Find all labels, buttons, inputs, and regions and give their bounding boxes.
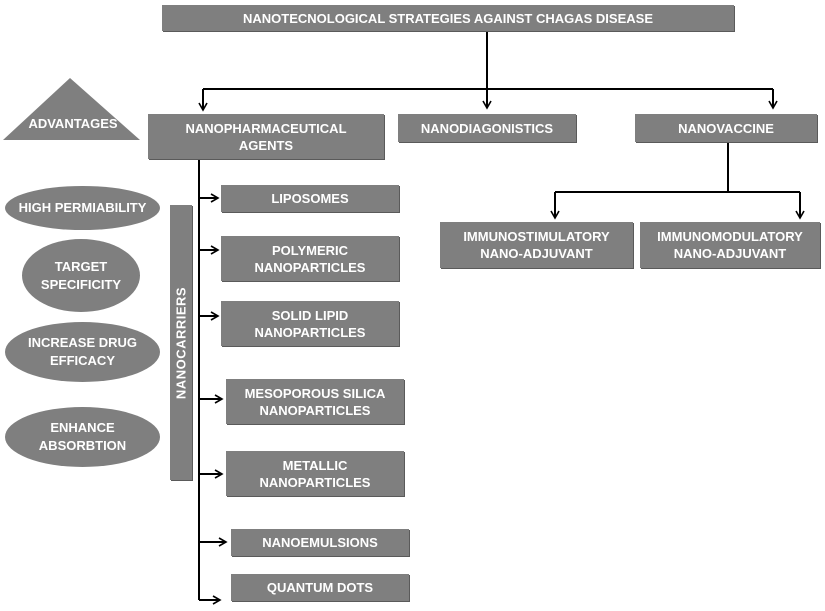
nanocarriers-bar: NANOCARRIERS [170, 205, 192, 480]
carrier-liposomes: LIPOSOMES [221, 185, 399, 212]
carrier-polymeric-nanoparticles: POLYMERIC NANOPARTICLES [221, 236, 399, 281]
advantages-triangle [3, 78, 140, 140]
carrier-nanoemulsions: NANOEMULSIONS [231, 529, 409, 556]
nanocarriers-label: NANOCARRIERS [173, 286, 189, 399]
carrier-quantum-dots: QUANTUM DOTS [231, 574, 409, 601]
immunomodulatory-nano-adjuvant: IMMUNOMODULATORY NANO-ADJUVANT [640, 222, 820, 268]
branch-nanovaccine: NANOVACCINE [635, 114, 817, 142]
advantage-target-specificity: TARGET SPECIFICITY [22, 239, 140, 312]
advantage-high-permiability: HIGH PERMIABILITY [5, 186, 160, 230]
branch-nanodiagnostics: NANODIAGONISTICS [398, 114, 576, 142]
main-title: NANOTECNOLOGICAL STRATEGIES AGAINST CHAG… [162, 5, 734, 31]
branch-nanopharmaceutical-agents: NANOPHARMACEUTICAL AGENTS [148, 114, 384, 159]
carrier-metallic-nanoparticles: METALLIC NANOPARTICLES [226, 451, 404, 496]
carrier-mesoporous-silica-nanoparticles: MESOPOROUS SILICA NANOPARTICLES [226, 379, 404, 424]
advantage-increase-drug-efficacy: INCREASE DRUG EFFICACY [5, 322, 160, 382]
advantages-label: ADVANTAGES [28, 116, 118, 131]
advantage-enhance-absorbtion: ENHANCE ABSORBTION [5, 407, 160, 467]
immunostimulatory-nano-adjuvant: IMMUNOSTIMULATORY NANO-ADJUVANT [440, 222, 633, 268]
carrier-solid-lipid-nanoparticles: SOLID LIPID NANOPARTICLES [221, 301, 399, 346]
